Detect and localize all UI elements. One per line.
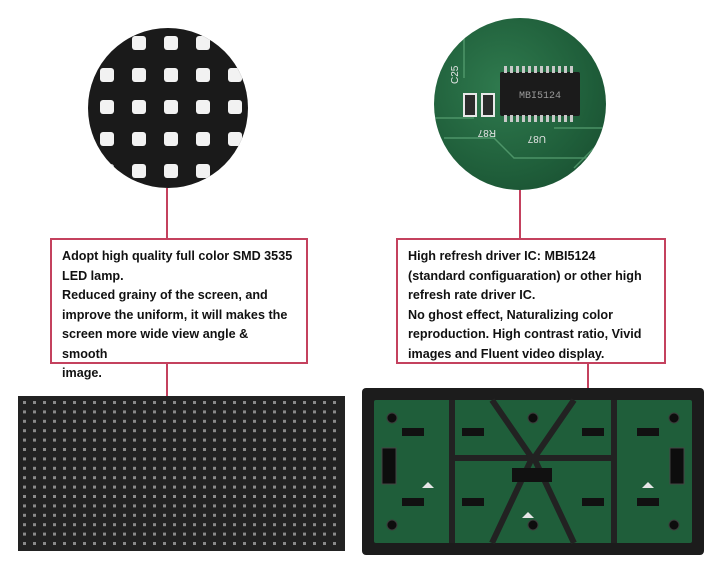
led-lamp (228, 132, 242, 146)
component-label-r87: R87 (477, 127, 496, 138)
led-lamp (228, 100, 242, 114)
led-lamp (100, 68, 114, 82)
ic-description-line: High refresh driver IC: MBI5124 (408, 249, 596, 263)
led-description-line: image. (62, 366, 102, 380)
resistor-component (463, 93, 477, 117)
led-description-line: Adopt high quality full color SMD 3535 (62, 249, 293, 263)
led-closeup-photo (88, 28, 248, 188)
led-lamp (132, 36, 146, 50)
connector-line-right-top (519, 190, 521, 238)
led-description-line: Reduced grainy of the screen, and (62, 288, 268, 302)
led-lamp (196, 36, 210, 50)
led-module-back-graphic (362, 388, 704, 555)
led-closeup-graphic (100, 36, 242, 178)
led-lamp (100, 132, 114, 146)
led-lamp (228, 164, 242, 178)
led-description-line: screen more wide view angle & smooth (62, 327, 249, 361)
ic-description-line: reproduction. High contrast ratio, Vivid (408, 327, 642, 341)
led-lamp (196, 68, 210, 82)
component-label-c25: C25 (450, 65, 461, 84)
capacitor-component (481, 93, 495, 117)
led-lamp (164, 68, 178, 82)
ic-description-line: refresh rate driver IC. (408, 288, 536, 302)
led-lamp (100, 100, 114, 114)
led-lamp (132, 164, 146, 178)
chip-label: MBI5124 (519, 91, 561, 102)
led-lamp (196, 132, 210, 146)
led-lamp (228, 36, 242, 50)
led-lamp (164, 132, 178, 146)
ic-description-line: (standard configuaration) or other high (408, 268, 642, 283)
led-lamp (164, 100, 178, 114)
led-lamp (132, 68, 146, 82)
led-lamp-description-box: Adopt high quality full color SMD 3535 L… (50, 238, 308, 380)
led-lamp (132, 132, 146, 146)
led-lamp (196, 164, 210, 178)
led-description-line: improve the uniform, it will makes the (62, 307, 288, 322)
led-module-front-graphic (23, 401, 336, 545)
led-module-back-photo (362, 388, 704, 555)
driver-chip (500, 72, 580, 116)
led-lamp (164, 164, 178, 178)
led-description-line: LED lamp. (62, 268, 124, 283)
led-lamp (228, 68, 242, 82)
led-lamp (100, 164, 114, 178)
connector-line-left-top (166, 188, 168, 238)
ic-description-line: No ghost effect, Naturalizing color (408, 307, 614, 322)
driver-ic-description-box: High refresh driver IC: MBI5124 (standar… (396, 238, 666, 364)
led-lamp (164, 36, 178, 50)
driver-ic-closeup-graphic: MBI5124 C25 R87 U87 (434, 38, 606, 169)
driver-ic-closeup-photo: MBI5124 C25 R87 U87 (434, 18, 606, 190)
component-label-u87: U87 (527, 133, 546, 144)
led-lamp (100, 36, 114, 50)
ic-description-line: images and Fluent video display. (408, 346, 605, 361)
led-lamp (196, 100, 210, 114)
led-lamp (132, 100, 146, 114)
led-module-front-photo (18, 396, 345, 551)
